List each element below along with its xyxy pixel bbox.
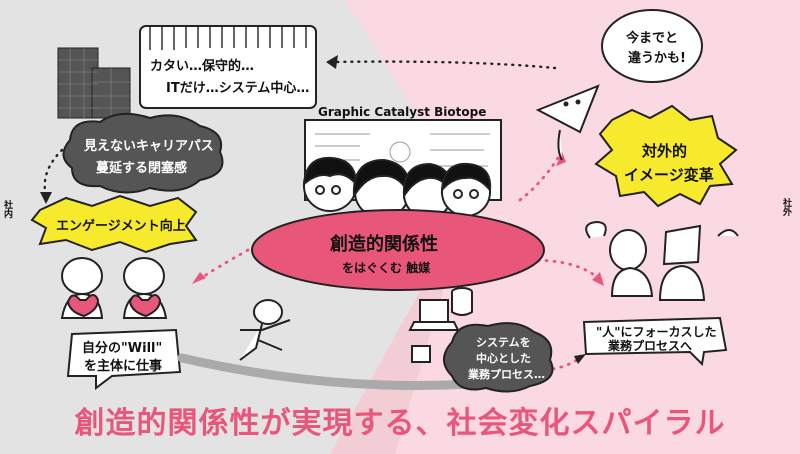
dark-arrow-head [574, 354, 586, 364]
arrow-head-top [326, 55, 338, 69]
center-oval-line2: をはぐくむ 触媒 [342, 260, 431, 275]
arrow-head-left [40, 192, 52, 204]
cage-text-line2: ITだけ…システム中心… [166, 80, 309, 96]
two-people-hearts-icon [60, 257, 168, 319]
center-oval [251, 209, 545, 291]
cage-box [139, 25, 317, 109]
system-cloud-line3: 業務プロセス… [467, 367, 545, 381]
cage-text-line1: カタい…保守的… [150, 58, 254, 74]
human-box-line1: "人"にフォーカスした [596, 324, 717, 339]
cloud-left-line1: 見えないキャリアパス [83, 139, 214, 154]
pink-arrow-head-3 [592, 272, 604, 286]
system-cloud [443, 322, 554, 393]
burst-left [30, 194, 198, 254]
triangle-character-icon [535, 84, 600, 161]
dotted-arrow-top [328, 60, 557, 70]
gray-flow-arrow [177, 353, 475, 390]
burst-right-line2: イメージ変革 [624, 166, 714, 184]
right-people-icon [585, 220, 739, 301]
human-focus-box [582, 316, 728, 367]
caption-title: 創造的関係性が実現する、社会変化スパイラル [74, 406, 726, 441]
gray-cloud-left [62, 112, 224, 194]
left-side-label: 社内 [2, 199, 14, 219]
running-person-icon [239, 299, 291, 361]
laptop-database-icon [408, 287, 473, 363]
cloud-left-line2: 蔓延する閉塞感 [96, 160, 187, 176]
right-side-label: 社外 [781, 197, 793, 217]
bubble-right-line2: 違うかも! [628, 50, 686, 66]
burst-left-text: エンゲージメント向上 [56, 218, 186, 234]
will-box-line1: 自分の"Will" [82, 340, 162, 356]
system-cloud-line1: システムを [476, 336, 531, 349]
burst-right [594, 104, 738, 208]
dotted-arrow-left [43, 148, 64, 198]
building-icon [57, 47, 131, 119]
speech-bubble-right [601, 9, 703, 83]
human-box-line2: 業務プロセスへ [607, 338, 692, 353]
will-box-line2: を主体に仕事 [84, 358, 162, 374]
burst-right-line1: 対外的 [641, 142, 687, 160]
will-speech-box [66, 328, 182, 390]
pink-arrow-head-2 [192, 272, 206, 284]
team-faces-icon [302, 156, 492, 219]
banner-title: Graphic Catalyst Biotope [318, 105, 486, 119]
center-oval-line1: 創造的関係性 [329, 233, 438, 255]
bubble-right-line1: 今までと [625, 30, 678, 46]
system-cloud-line2: 中心とした [476, 351, 531, 365]
